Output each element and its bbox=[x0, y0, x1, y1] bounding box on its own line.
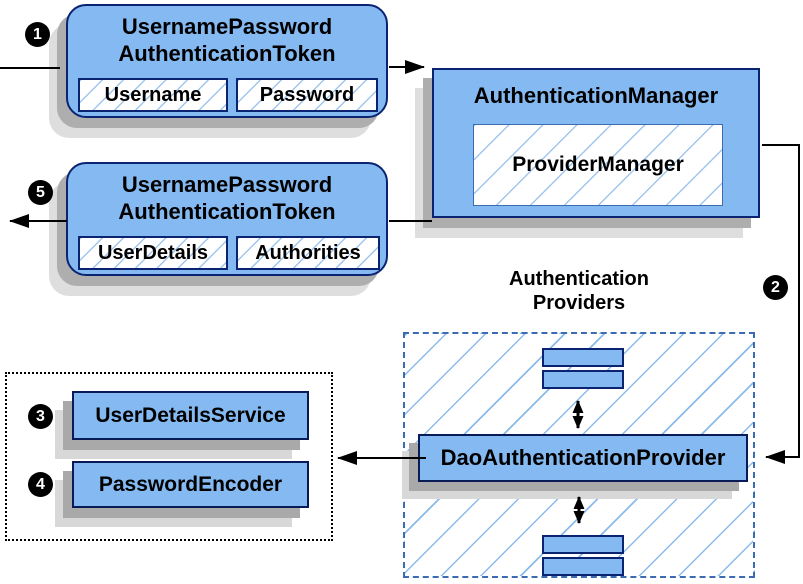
result-token-title-line2: AuthenticationToken bbox=[118, 199, 336, 224]
result-token-title: UsernamePassword AuthenticationToken bbox=[68, 164, 386, 225]
provider-manager-box: ProviderManager bbox=[473, 124, 723, 206]
password-encoder-box: PasswordEncoder bbox=[72, 461, 309, 508]
providers-label-line1: Authentication bbox=[509, 268, 649, 290]
authentication-providers-label: Authentication Providers bbox=[403, 267, 755, 315]
authentication-manager-title: AuthenticationManager bbox=[473, 83, 719, 108]
provider-slot-bar-top-2 bbox=[542, 370, 624, 389]
result-token-box: UsernamePassword AuthenticationToken Use… bbox=[66, 162, 388, 276]
request-token-title: UsernamePassword AuthenticationToken bbox=[68, 6, 386, 67]
provider-slot-bar-top-1 bbox=[542, 348, 624, 367]
dao-authentication-provider-box: DaoAuthenticationProvider bbox=[418, 434, 748, 482]
user-details-service-box: UserDetailsService bbox=[72, 391, 309, 440]
services-dotted-box bbox=[5, 372, 333, 541]
request-token-box: UsernamePassword AuthenticationToken Use… bbox=[66, 4, 388, 118]
step-4-badge: 4 bbox=[28, 472, 53, 497]
userdetails-field: UserDetails bbox=[78, 236, 228, 270]
step-2-badge: 2 bbox=[763, 275, 788, 300]
step-5-badge: 5 bbox=[28, 180, 53, 205]
password-field: Password bbox=[236, 78, 378, 112]
authentication-manager-box: AuthenticationManager ProviderManager bbox=[432, 68, 760, 218]
request-token-title-line1: UsernamePassword bbox=[121, 14, 333, 39]
result-token-title-line1: UsernamePassword bbox=[121, 172, 333, 197]
username-field: Username bbox=[78, 78, 228, 112]
authorities-field: Authorities bbox=[236, 236, 380, 270]
provider-slot-bar-bottom-2 bbox=[542, 557, 624, 576]
manager-to-provider-arrow bbox=[762, 144, 800, 464]
request-token-title-line2: AuthenticationToken bbox=[118, 41, 336, 66]
providers-label-line2: Providers bbox=[532, 292, 626, 314]
step-1-badge: 1 bbox=[25, 22, 50, 47]
provider-slot-bar-bottom-1 bbox=[542, 535, 624, 554]
step-3-badge: 3 bbox=[28, 404, 53, 429]
